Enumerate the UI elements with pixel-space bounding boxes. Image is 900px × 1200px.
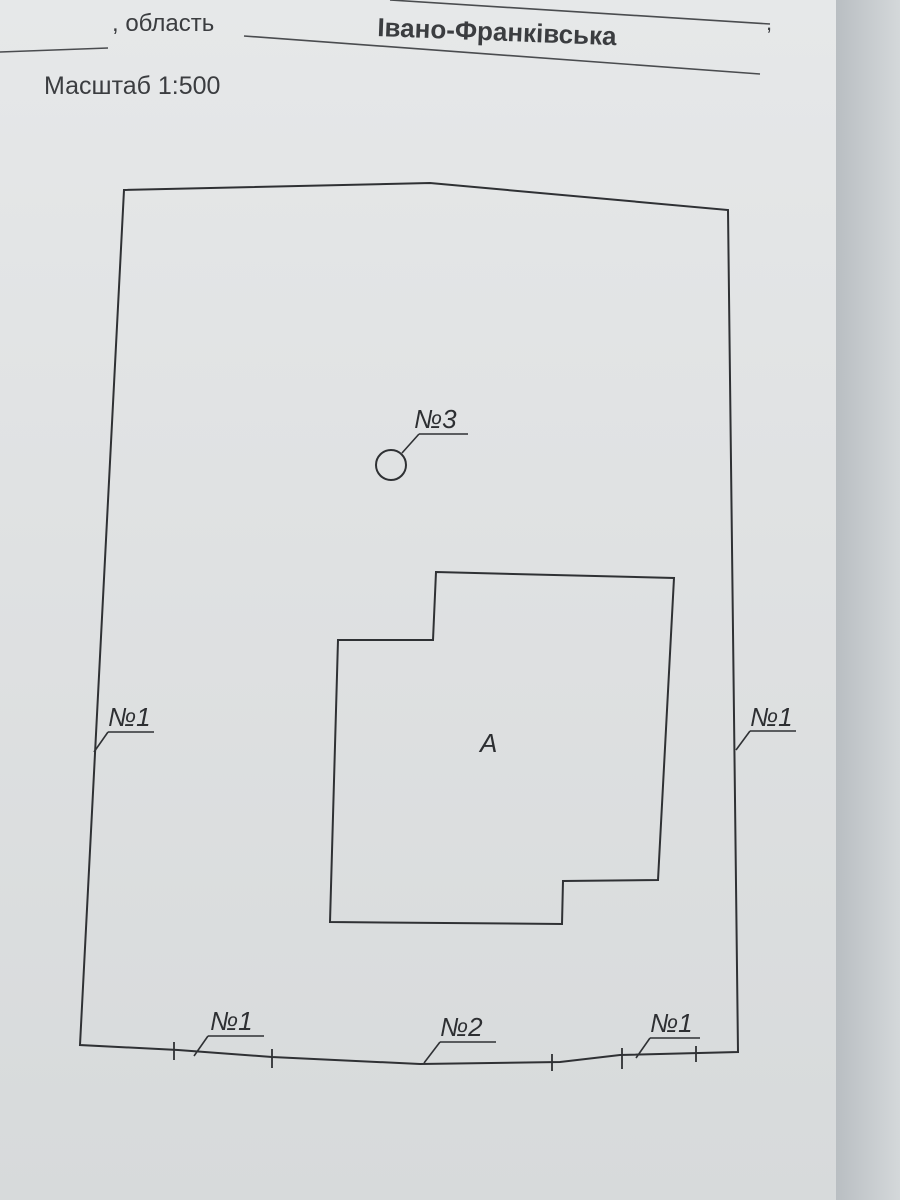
header-blank-line-left (0, 47, 109, 53)
boundary-label-right: №1 (750, 702, 793, 732)
bottom-center-leader (423, 1041, 496, 1064)
well-label-no3: №3 (414, 404, 457, 434)
bottom-right-leader (635, 1037, 700, 1059)
building-a-outline (328, 570, 676, 926)
bottom-left-leader (193, 1035, 264, 1057)
document-sheet (0, 0, 836, 1200)
header-blank-line-top (389, 0, 771, 25)
boundary-label-bottom-left: №1 (210, 1006, 253, 1036)
well-leader (401, 433, 468, 454)
parcel-boundary (78, 181, 740, 1066)
boundary-label-bottom-center: №2 (440, 1012, 483, 1042)
page-edge-background (836, 0, 900, 1200)
boundary-label-left: №1 (108, 702, 151, 732)
boundary-tick-marks (173, 1042, 697, 1071)
header-value-underline (243, 35, 761, 75)
boundary-label-bottom-right: №1 (650, 1008, 693, 1038)
scale-label: Масштаб 1:500 (44, 72, 221, 100)
left-boundary-leader (93, 731, 154, 753)
region-label: , область (112, 10, 215, 37)
building-a-label: А (478, 728, 497, 758)
well-symbol (375, 449, 407, 481)
right-boundary-leader (735, 730, 796, 751)
header-comma: , (766, 10, 772, 35)
